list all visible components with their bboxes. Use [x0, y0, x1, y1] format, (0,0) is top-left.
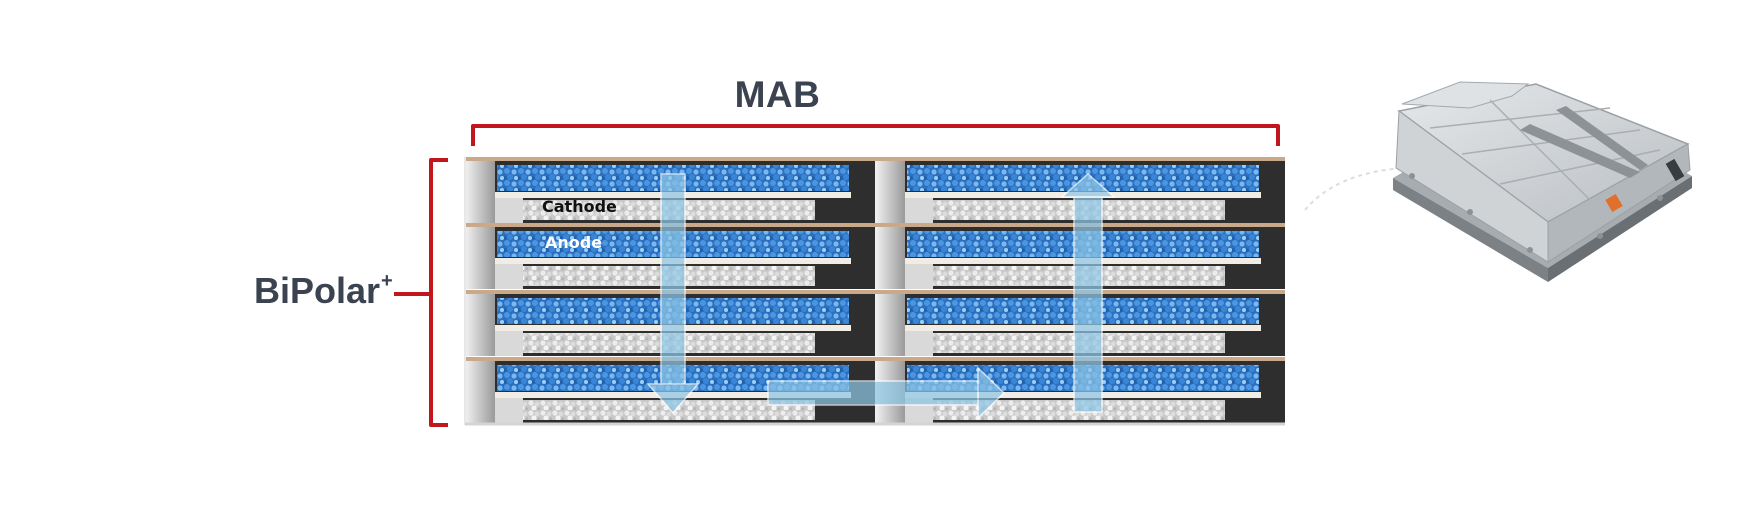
arrow-down-icon — [646, 173, 700, 415]
cell-c1-r1-separator — [465, 157, 875, 161]
mab-bracket — [471, 124, 1280, 146]
cell-c2-r1-end-cap — [875, 161, 905, 223]
cell-c1-r1-cathode-edge — [495, 198, 523, 223]
cell-c1-r4-cathode-edge — [495, 398, 523, 423]
cell-c1-r2-cathode-edge — [495, 264, 523, 289]
cell-c2-r1-separator — [875, 157, 1285, 161]
bipolar-bracket — [429, 158, 448, 427]
cell-c1-r3-cathode-edge — [495, 331, 523, 356]
anode-label: Anode — [545, 233, 603, 252]
cell-c1-r4-end-cap — [465, 361, 495, 423]
cathode-label: Cathode — [542, 197, 617, 216]
cell-c2-r2-end-cap — [875, 227, 905, 289]
bipolar-label: BiPolar+ — [254, 270, 393, 311]
cell-c2-r3-end-cap — [875, 294, 905, 356]
cell-c2-r1-cathode-edge — [905, 198, 933, 223]
cell-c2-r2-cathode-edge — [905, 264, 933, 289]
cell-c1-r2-end-cap — [465, 227, 495, 289]
mab-title: MAB — [734, 74, 821, 115]
battery-pack-image — [1393, 81, 1692, 282]
cell-c1-r4-cathode-layer — [523, 400, 815, 420]
cell-c1-r1-end-cap — [465, 161, 495, 223]
cell-c1-r3-end-cap — [465, 294, 495, 356]
arrow-up-icon — [1060, 172, 1116, 413]
cell-c2-r3-cathode-edge — [905, 331, 933, 356]
arrow-right-icon — [767, 366, 1006, 420]
connector-curve — [1304, 167, 1406, 211]
